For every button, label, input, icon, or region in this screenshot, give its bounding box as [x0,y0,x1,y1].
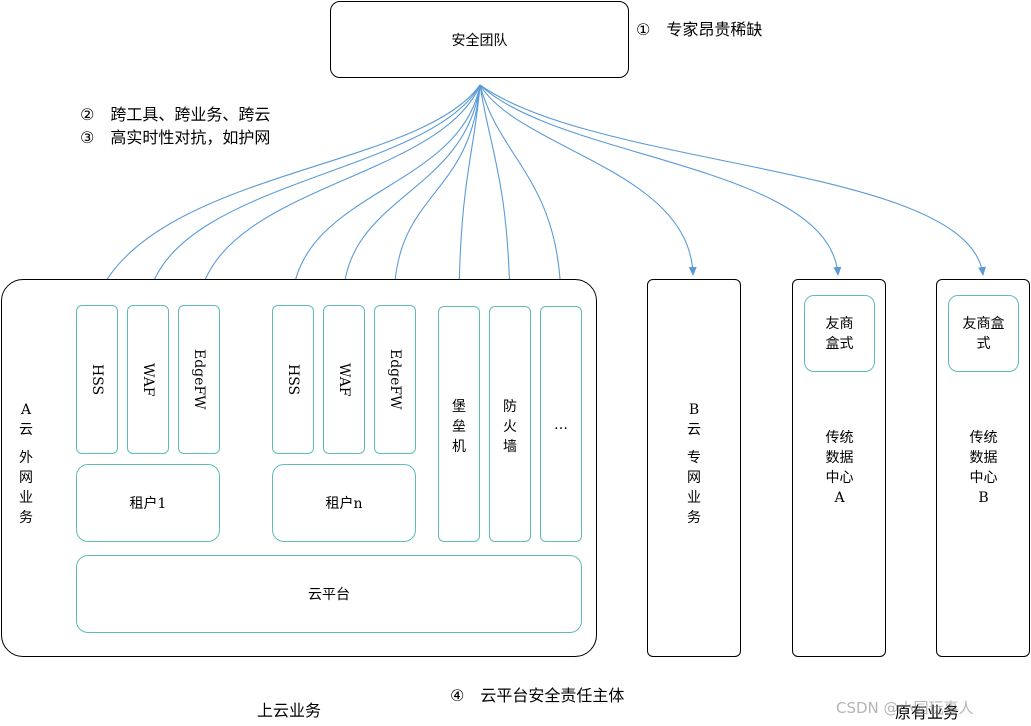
tenant1-waf-label: WAF [140,362,156,397]
tenant1-edgefw-label: EdgeFW [191,349,207,410]
datacenter-a-label: 传统 数据 中心 A [825,430,854,506]
tenant1-waf-box: WAF [127,305,169,454]
tenantn-edgefw-box: EdgeFW [374,305,416,454]
datacenter-a-vendor-box: 友商 盒式 [804,295,875,372]
cloud-a-label: A 云 外 网 业 务 [19,402,33,526]
cloud-platform-box: 云平台 [76,555,582,633]
note-4: ④ 云平台安全责任主体 [450,686,625,705]
tenantn-hss-box: HSS [272,305,314,454]
more-tools-box: … [540,306,582,542]
tenant1-hss-box: HSS [76,305,118,454]
arrow-to-a-edgefw-1 [196,84,481,301]
cloud-b-label: B 云 专 网 业 务 [687,402,701,526]
tenantn-label: 租户n [325,496,363,512]
datacenter-b-label: 传统 数据 中心 B [969,430,998,506]
tenant1-label: 租户1 [129,496,167,512]
firewall-box: 防 火 墙 [489,306,531,542]
bastion-host-label: 堡 垒 机 [452,399,466,455]
tenantn-hss-label: HSS [285,363,301,396]
note-2: ② 跨工具、跨业务、跨云 [80,105,271,124]
note-3: ③ 高实时性对抗，如护网 [80,128,271,147]
tenantn-waf-box: WAF [323,305,365,454]
note-1: ① 专家昂贵稀缺 [636,20,763,39]
arrow-to-a-waf-1 [145,84,481,301]
cloud-business-label: 上云业务 [257,701,322,720]
existing-business-label: 原有业务 [895,703,960,722]
tenant1-edgefw-box: EdgeFW [178,305,220,454]
tenantn-waf-label: WAF [336,362,352,397]
bastion-host-box: 堡 垒 机 [438,306,480,542]
firewall-label: 防 火 墙 [503,399,517,455]
security-team-label: 安全团队 [451,32,508,49]
arrow-to-dc-b [479,84,987,276]
arrow-to-firewall [479,84,514,303]
csdn-watermark: CSDN @小园玩事人 [836,699,974,717]
datacenter-b-vendor-box: 友商盒 式 [948,295,1019,372]
arrow-to-a-hss-n [288,84,481,301]
tenant1-hss-label: HSS [89,363,105,396]
arrow-to-a-edgefw-n [390,84,481,301]
cloud-platform-label: 云平台 [308,587,350,603]
arrow-to-bastion [455,84,481,303]
arrow-to-a-waf-n [339,84,481,301]
arrow-to-a-hss-1 [95,84,481,301]
arrow-to-cloud-b [479,84,697,276]
security-team-box: 安全团队 [330,1,629,78]
cloud-b-container [647,279,741,657]
tenantn-box: 租户n [272,464,416,542]
more-tools-label: … [554,417,568,433]
arrow-to-dc-a [479,84,842,276]
tenantn-edgefw-label: EdgeFW [387,349,403,410]
tenant1-box: 租户1 [76,464,220,542]
arrow-to-more [479,84,565,303]
